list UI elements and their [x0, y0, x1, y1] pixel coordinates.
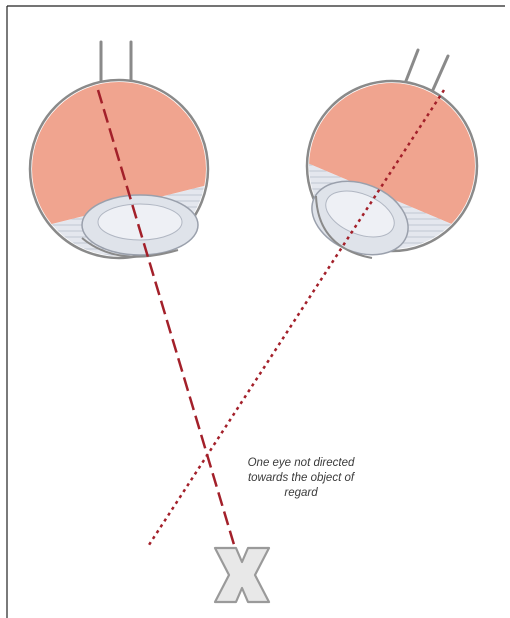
- x-mark-icon: [215, 548, 269, 602]
- left-optic-nerve: [101, 42, 131, 84]
- right-eye: [300, 50, 480, 268]
- left-eye: [20, 42, 220, 270]
- figure-caption: One eye not directed towards the object …: [232, 456, 370, 501]
